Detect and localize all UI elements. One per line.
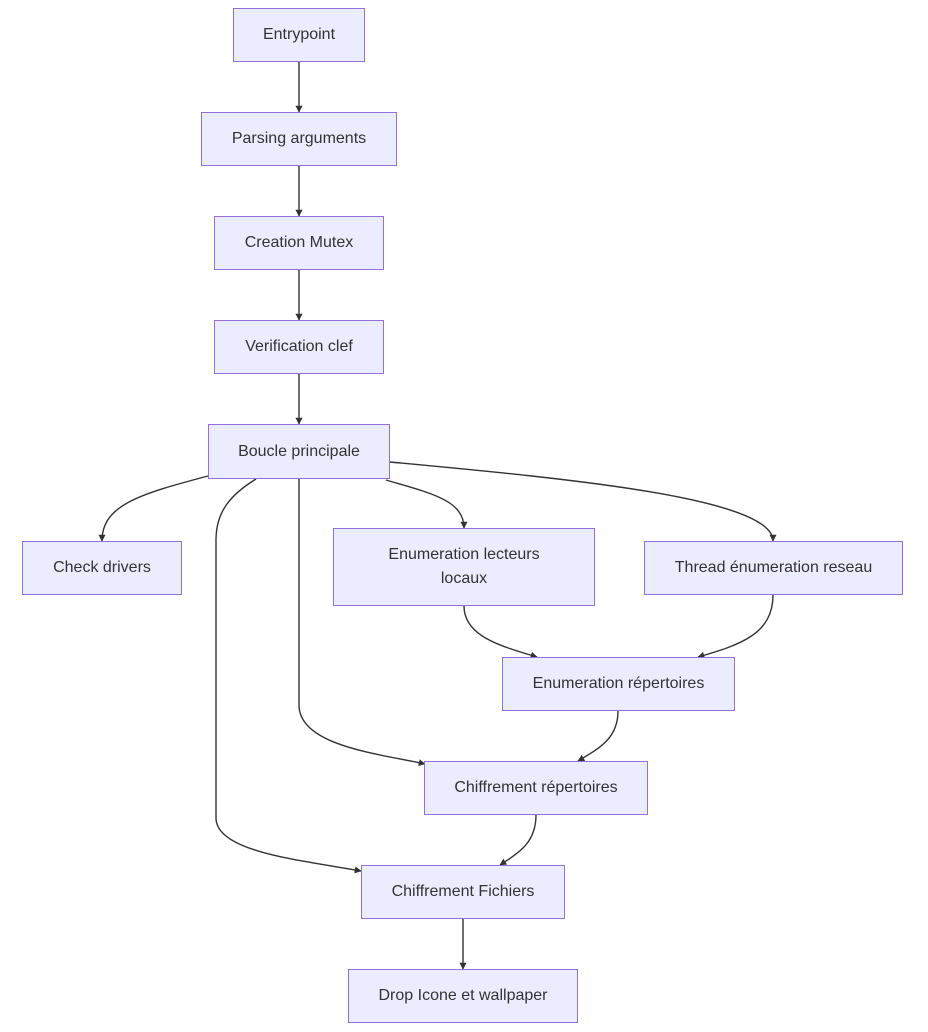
edge-boucle-thread-reseau (389, 461, 777, 542)
node-thread-enumeration-reseau-label: Thread énumeration reseau (674, 559, 873, 576)
edge-enum-rep-chiff-rep (577, 710, 619, 762)
edge-boucle-enum-locaux (385, 479, 468, 529)
edge-boucle-chiff-fich (215, 478, 362, 874)
node-verification-clef-label: Verification clef (245, 338, 353, 355)
node-enumeration-repertoires-label: Enumeration répertoires (532, 675, 705, 692)
edge-boucle-check (98, 475, 209, 542)
node-verification-clef: Verification clef (214, 320, 384, 374)
node-entrypoint: Entrypoint (233, 8, 365, 62)
node-chiffrement-repertoires-label: Chiffrement répertoires (454, 779, 618, 796)
node-parsing-arguments-label: Parsing arguments (231, 130, 367, 147)
node-enumeration-repertoires: Enumeration répertoires (502, 657, 735, 711)
node-boucle-principale: Boucle principale (208, 424, 390, 479)
node-creation-mutex-label: Creation Mutex (244, 234, 354, 251)
node-thread-enumeration-reseau: Thread énumeration reseau (644, 541, 903, 595)
edge-thread-reseau-enum-rep (697, 594, 774, 659)
node-drop-icone-wallpaper: Drop Icone et wallpaper (348, 969, 578, 1023)
edge-boucle-chiff-rep (298, 479, 426, 767)
node-entrypoint-label: Entrypoint (262, 26, 336, 43)
node-boucle-principale-label: Boucle principale (238, 442, 360, 460)
edge-chiff-rep-chiff-fich (499, 814, 537, 866)
node-enumeration-lecteurs-locaux: Enumeration lecteurs locaux (333, 528, 595, 606)
node-creation-mutex: Creation Mutex (214, 216, 384, 270)
node-chiffrement-fichiers-label: Chiffrement Fichiers (391, 883, 535, 900)
node-check-drivers: Check drivers (22, 541, 182, 595)
node-parsing-arguments: Parsing arguments (201, 112, 397, 166)
node-enumeration-lecteurs-locaux-label: Enumeration lecteurs locaux (388, 546, 540, 587)
node-chiffrement-repertoires: Chiffrement répertoires (424, 761, 648, 815)
edge-enum-locaux-enum-rep (463, 605, 538, 659)
node-drop-icone-wallpaper-label: Drop Icone et wallpaper (378, 987, 548, 1004)
node-chiffrement-fichiers: Chiffrement Fichiers (361, 865, 565, 919)
node-check-drivers-label: Check drivers (53, 559, 151, 576)
